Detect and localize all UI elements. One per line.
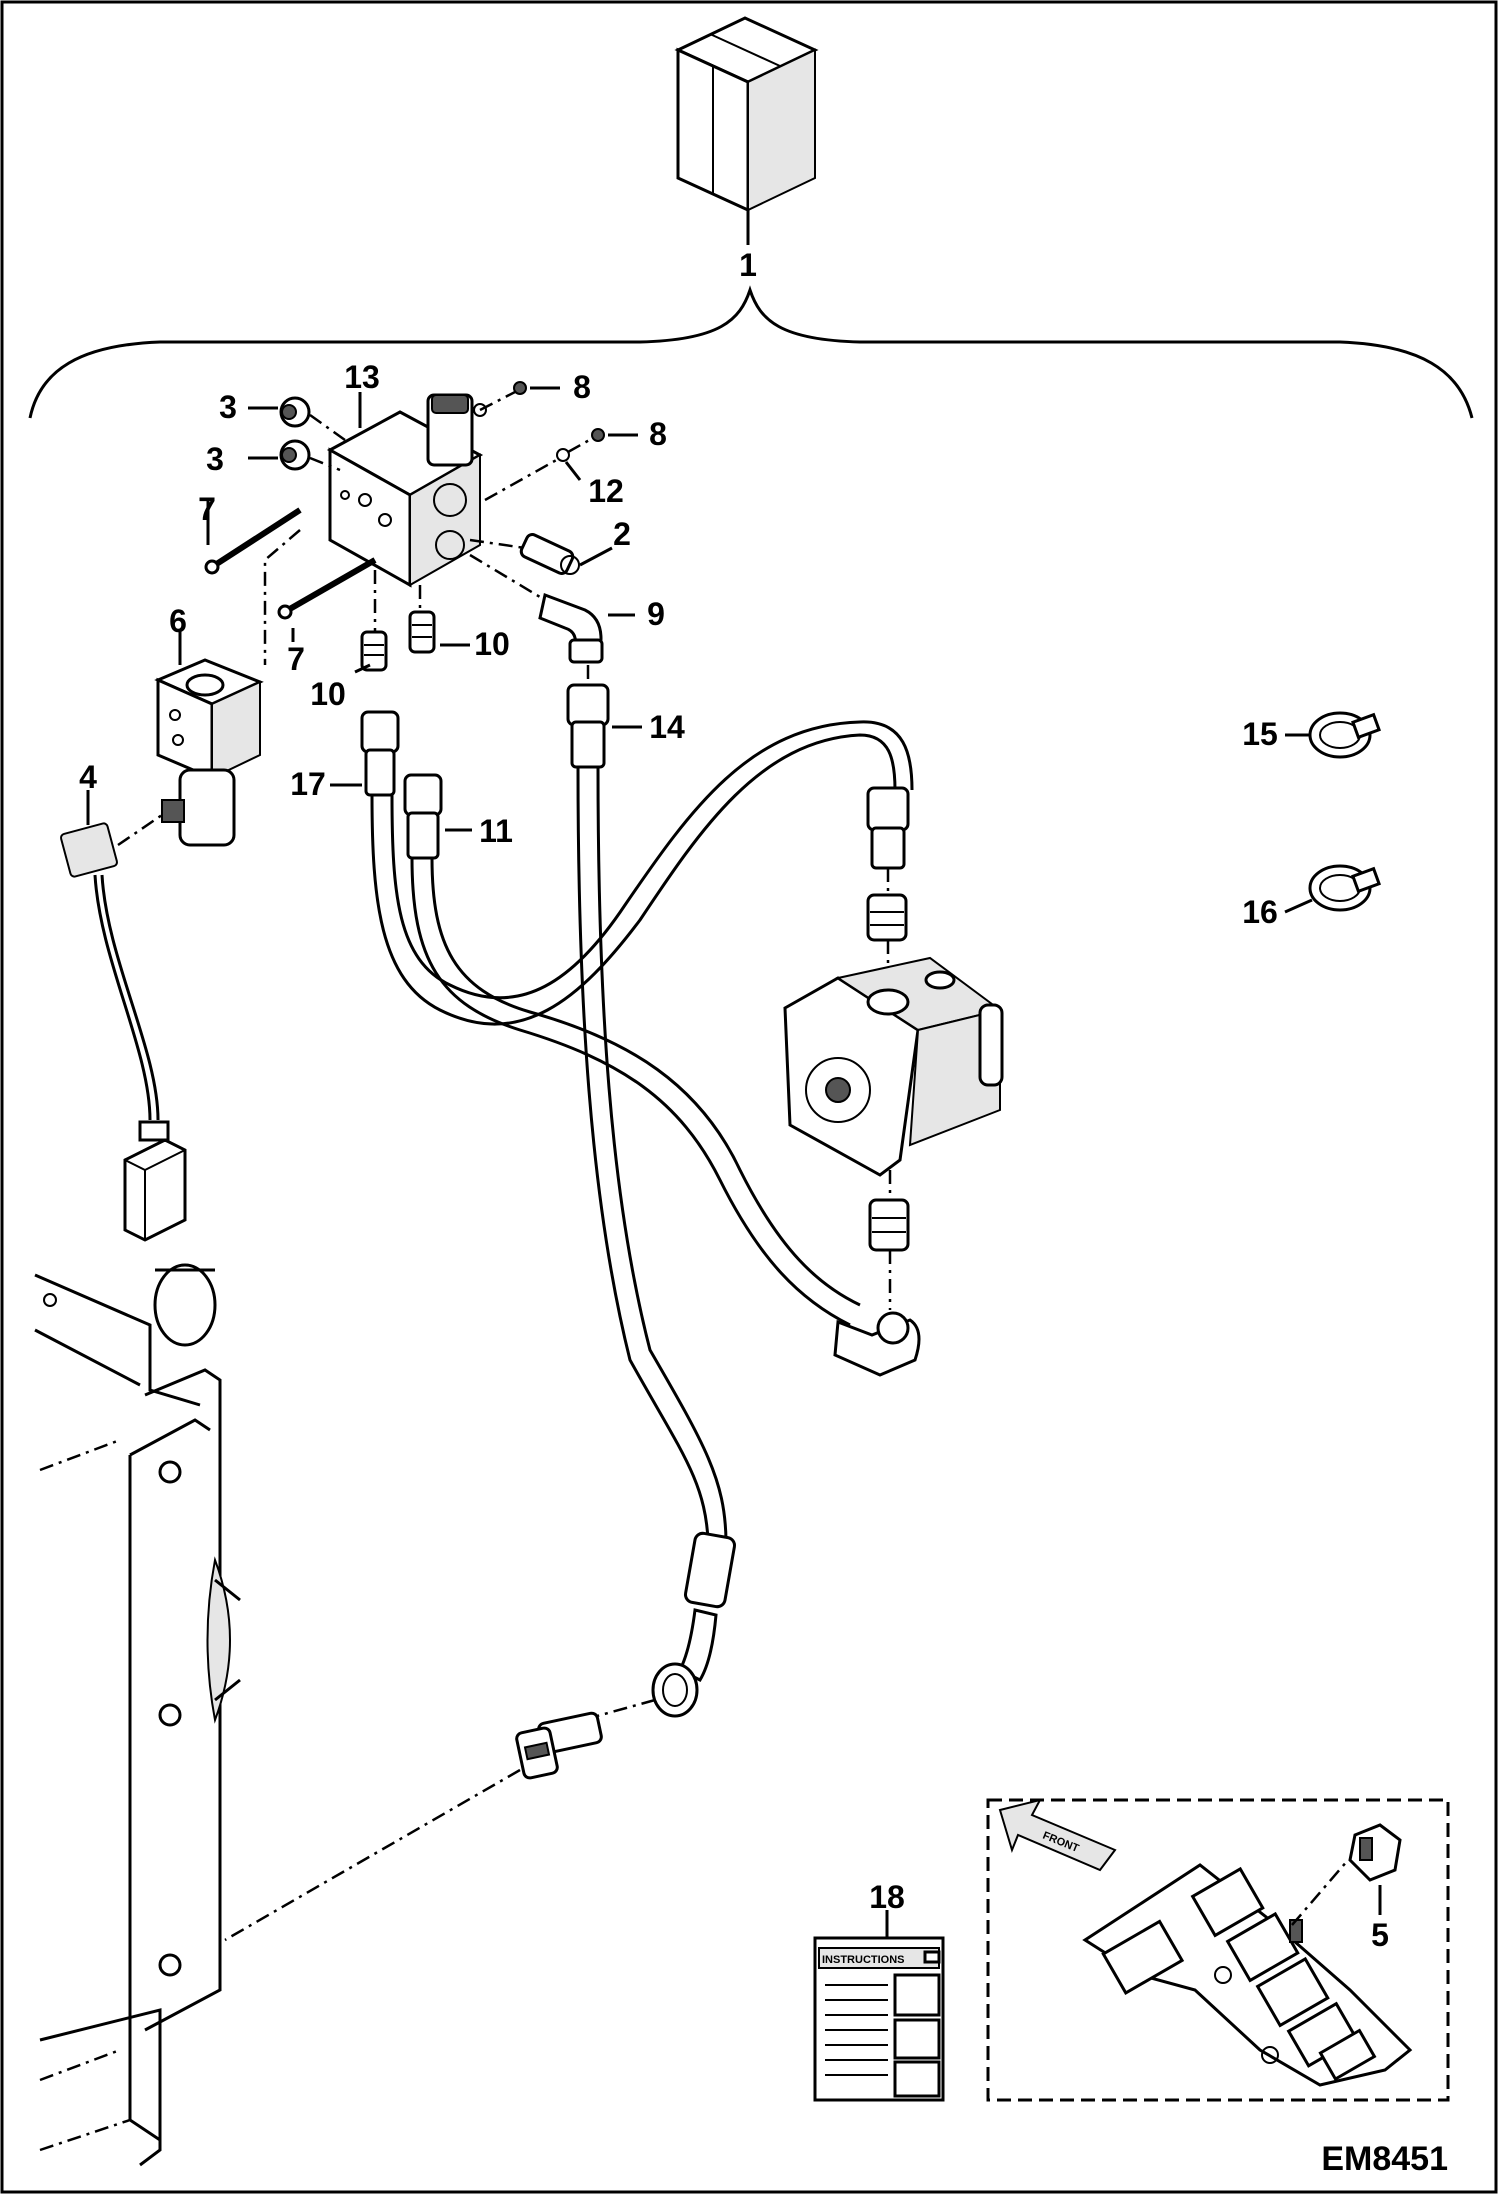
- callout-14: 14: [649, 709, 685, 745]
- solenoid-valve-icon: [154, 658, 264, 847]
- fitting-10a-icon: [360, 630, 388, 672]
- seal-8a-ring-icon: [473, 403, 487, 417]
- fitting-10b-icon: [408, 610, 436, 654]
- clamp-15-icon: [1308, 711, 1381, 759]
- hose-11-end-icon: [403, 773, 443, 860]
- plug-3b-icon: [279, 439, 311, 471]
- motor-fitting-upper-icon: [866, 893, 908, 942]
- bolt-7a-icon: [204, 507, 302, 575]
- callout-5: 5: [1371, 1917, 1389, 1953]
- callout-17: 17: [290, 766, 326, 802]
- callout-7a: 7: [198, 491, 216, 527]
- callout-13: 13: [344, 359, 380, 395]
- callout-8b: 8: [649, 416, 667, 452]
- callout-7b: 7: [287, 641, 305, 677]
- callout-9: 9: [647, 596, 665, 632]
- callout-16: 16: [1242, 894, 1278, 930]
- motor-fitting-lower-icon: [868, 1198, 910, 1252]
- clamp-16-icon: [1308, 864, 1381, 912]
- callout-12: 12: [588, 473, 624, 509]
- valve-block: [326, 393, 484, 588]
- oring-12-icon: [556, 448, 570, 462]
- callout-2: 2: [613, 516, 631, 552]
- drawing-reference: EM8451: [1321, 2140, 1448, 2178]
- fitting-2-icon: [519, 533, 580, 575]
- seal-8a-icon: [513, 381, 527, 395]
- callout-1: 1: [739, 247, 757, 283]
- connector-4-icon: [60, 822, 118, 878]
- radiator-hose-end-icon: [651, 1531, 737, 1718]
- callout-6: 6: [169, 603, 187, 639]
- callout-3a: 3: [219, 389, 237, 425]
- part-5-icon: [1348, 1823, 1402, 1882]
- hydraulic-motor-icon: [783, 956, 1004, 1177]
- callout-18: 18: [869, 1879, 905, 1915]
- kit-brace: [28, 285, 1474, 419]
- callout-11: 11: [479, 813, 513, 849]
- callout-10b: 10: [474, 626, 510, 662]
- callout-15: 15: [1242, 716, 1278, 752]
- callout-3b: 3: [206, 441, 224, 477]
- harness-wire: [93, 874, 152, 1121]
- decal-title: INSTRUCTIONS: [822, 1954, 905, 1966]
- callout-10a: 10: [310, 676, 346, 712]
- tee-fitting-icon: [515, 1711, 603, 1780]
- hose-14-end-icon: [566, 683, 610, 769]
- motor-hose-upper-end-icon: [866, 786, 910, 870]
- plug-3a-icon: [279, 396, 311, 428]
- motor-elbow-lower-icon: [833, 1311, 921, 1377]
- instructions-decal-icon: INSTRUCTIONS: [813, 1936, 945, 2102]
- radiator-assembly: [34, 1263, 241, 2167]
- harness-plug-icon: [123, 1138, 187, 1242]
- callout-8a: 8: [573, 369, 591, 405]
- hose-lines: [370, 720, 914, 1541]
- bolt-7b-icon: [277, 557, 377, 620]
- elbow-9-icon: [538, 592, 604, 664]
- kit-box-icon: [674, 16, 819, 213]
- callout-4: 4: [79, 759, 97, 795]
- hose-17-end-icon: [360, 710, 400, 797]
- detail-view-box: FRONT: [986, 1798, 1450, 2102]
- seal-8b-icon: [591, 428, 605, 442]
